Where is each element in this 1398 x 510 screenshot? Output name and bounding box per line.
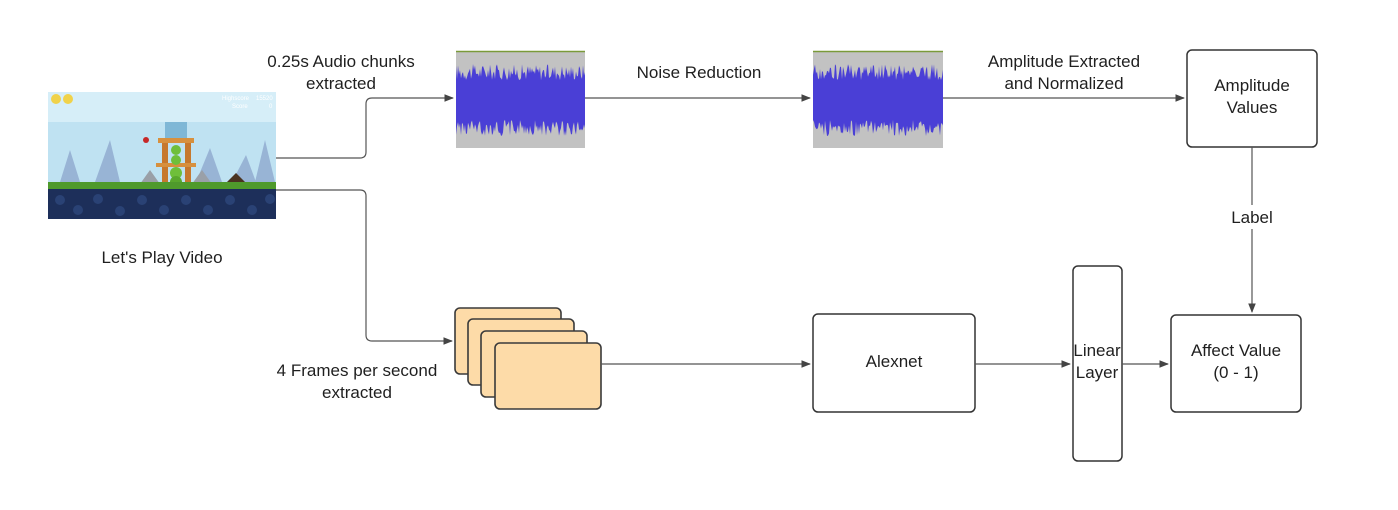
amplitude-extracted-label-line1: Amplitude Extracted (988, 52, 1140, 71)
amplitude-extracted-label-line2: and Normalized (1004, 74, 1123, 93)
amplitude-values-node: Amplitude Values (1186, 49, 1318, 148)
arrow-video-to-audio (276, 94, 454, 159)
linear-layer-node: Linear Layer (1072, 265, 1123, 462)
hud-highscore-value: 15520 (256, 96, 273, 102)
arrow-video-to-frames (276, 189, 453, 345)
tower (140, 122, 212, 188)
ground-pattern (55, 194, 275, 216)
amplitude-values-line2: Values (1227, 98, 1278, 117)
alexnet-node: Alexnet (812, 313, 976, 413)
linear-layer-line2: Layer (1076, 363, 1119, 382)
video-frames-stack (454, 307, 602, 410)
video-caption: Let's Play Video (101, 248, 222, 267)
label-background (1224, 205, 1280, 229)
grass (48, 182, 276, 190)
label-edge-text: Label (1231, 208, 1273, 227)
audio-waveform-raw (456, 50, 585, 148)
amplitude-values-line1: Amplitude (1214, 76, 1290, 95)
audio-chunks-label-line1: 0.25s Audio chunks (267, 52, 414, 71)
audio-chunks-label-line2: extracted (306, 74, 376, 93)
waveform-shape-denoised (813, 64, 943, 136)
video-sky-top (48, 92, 276, 122)
audio-waveform-denoised (813, 50, 943, 148)
pause-icon (51, 94, 61, 104)
noise-reduction-label: Noise Reduction (637, 63, 762, 82)
affect-value-line2: (0 - 1) (1213, 363, 1258, 382)
alexnet-label: Alexnet (866, 352, 923, 371)
frames-label-line2: extracted (322, 383, 392, 402)
hud-score-value: 0 (269, 104, 273, 110)
hud-score-label: Score (232, 104, 248, 110)
restart-icon (63, 94, 73, 104)
waveform-shape-raw (456, 64, 585, 136)
video-thumbnail: Highscore Score 15520 0 (48, 92, 276, 219)
connectors (276, 94, 1256, 368)
linear-layer-line1: Linear (1073, 341, 1121, 360)
affect-value-node: Affect Value (0 - 1) (1170, 314, 1302, 413)
affect-value-line1: Affect Value (1191, 341, 1281, 360)
hud-highscore-label: Highscore (222, 96, 250, 102)
frames-label-line1: 4 Frames per second (277, 361, 438, 380)
red-bird (143, 137, 149, 143)
